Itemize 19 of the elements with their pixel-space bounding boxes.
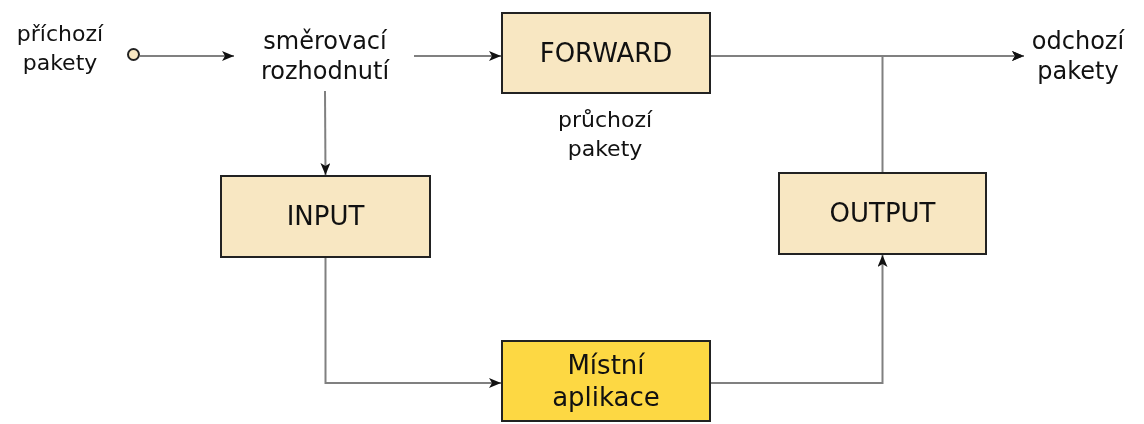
arrow	[881, 51, 1025, 173]
process-box	[501, 12, 711, 94]
box-label: FORWARD	[539, 36, 673, 70]
arrow	[320, 90, 331, 176]
text-label: směrovací rozhodnutí	[228, 25, 422, 87]
arrow	[413, 51, 502, 61]
process-box	[778, 172, 987, 255]
node-caption: průchozí pakety	[556, 106, 654, 163]
box-label: Místní aplikace	[551, 348, 661, 414]
port-circle	[127, 48, 140, 61]
box-label: OUTPUT	[829, 197, 936, 230]
process-box	[220, 175, 431, 258]
text-label: odchozí pakety	[1018, 25, 1138, 87]
arrow	[139, 51, 235, 61]
arrow	[324, 257, 502, 388]
box-label: INPUT	[286, 200, 365, 233]
process-box	[501, 340, 711, 422]
arrow	[710, 254, 888, 384]
node-caption: příchozí pakety	[15, 20, 105, 77]
